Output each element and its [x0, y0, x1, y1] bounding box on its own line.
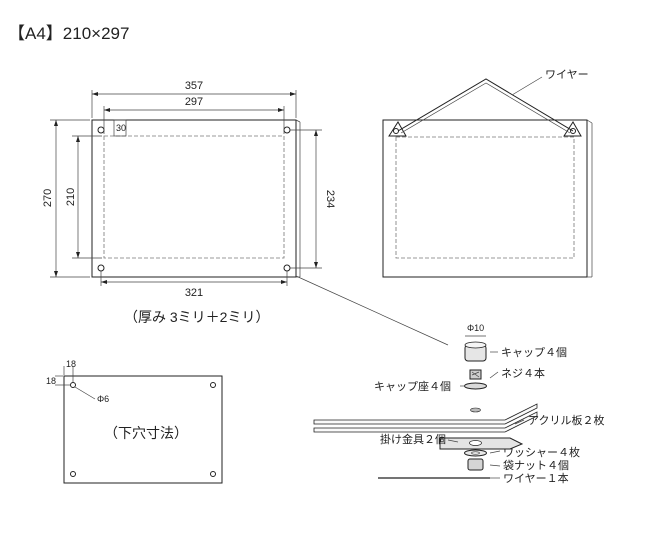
cap-seat-label: キャップ座４個: [374, 379, 451, 393]
cap-label: キャップ４個: [501, 346, 567, 359]
washer-label: ワッシャー４枚: [503, 445, 580, 459]
cap-nut-part: [467, 458, 484, 471]
dim-inner-height: 210: [65, 188, 77, 206]
back-paper-area: [395, 136, 575, 259]
wire-part-label: ワイヤー１本: [503, 471, 569, 485]
dim-offset-y: 18: [46, 376, 56, 386]
template-hole: [70, 382, 76, 388]
size-title: 【A4】210×297: [8, 24, 129, 43]
template-hole: [70, 471, 76, 477]
parts-exploded-view: Φ10 キャップ４個 ネジ４本 キャップ座４個 アクリル板２枚 掛け金具２個: [313, 323, 604, 485]
front-view: 30 357 297 270 210: [42, 80, 336, 325]
wire-label: ワイヤー: [545, 69, 589, 81]
corner-hole: [97, 264, 105, 272]
acrylic-label: アクリル板２枚: [528, 413, 604, 427]
screw-label: ネジ４本: [501, 366, 545, 380]
acrylic-plate: [313, 403, 538, 425]
cap-diameter: Φ10: [467, 323, 484, 333]
paper-area: [103, 135, 285, 259]
corner-hole: [283, 126, 291, 134]
dim-outer-width: 357: [185, 80, 203, 92]
bracket-label: 掛け金具２個: [380, 432, 446, 446]
dim-inner-width: 297: [185, 96, 203, 108]
acrylic-plate: [313, 411, 538, 433]
hanging-wire: [397, 78, 574, 132]
hole-template-panel: [63, 375, 223, 484]
dim-hole-spacing-vertical: 234: [324, 190, 336, 208]
template-hole: [210, 382, 216, 388]
template-hole: [210, 471, 216, 477]
dim-outer-height: 270: [42, 189, 54, 207]
dim-hole-spacing-horizontal: 321: [185, 287, 203, 299]
detail-leader-line: [295, 275, 449, 346]
right-bracket: [563, 121, 582, 137]
dim-margin-top: 30: [116, 123, 126, 133]
corner-hole: [97, 126, 105, 134]
cap-seat-part: [464, 382, 487, 390]
corner-hole: [283, 264, 291, 272]
outer-acrylic-panel: [91, 119, 297, 278]
back-view: ワイヤー: [382, 69, 593, 278]
hole-caption: （下穴寸法）: [104, 425, 188, 441]
thickness-note: （厚み 3ミリ＋2ミリ）: [124, 309, 269, 325]
back-panel: [382, 119, 588, 278]
margin-box: [113, 119, 127, 137]
cap-nut-label: 袋ナット４個: [503, 458, 569, 472]
dim-offset-x: 18: [66, 359, 76, 369]
hole-dimension-view: 18 18 Φ6 （下穴寸法）: [46, 359, 223, 484]
hole-diameter: Φ6: [97, 394, 109, 404]
